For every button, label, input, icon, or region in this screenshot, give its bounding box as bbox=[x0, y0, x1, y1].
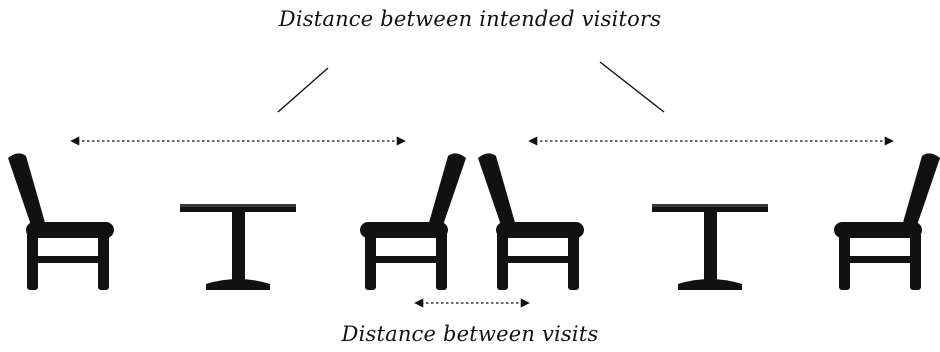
table-icon bbox=[180, 204, 296, 290]
caption-intended-visitors: Distance between intended visitors bbox=[278, 7, 662, 31]
pointer-line-right bbox=[599, 61, 665, 113]
chair-icon bbox=[478, 153, 584, 290]
chair-icon bbox=[8, 153, 114, 290]
table-icon bbox=[652, 204, 768, 290]
pointer-line-left bbox=[277, 67, 329, 113]
chair-icon bbox=[360, 153, 466, 290]
chair-icon bbox=[834, 153, 940, 290]
caption-between-visits: Distance between visits bbox=[341, 322, 599, 346]
